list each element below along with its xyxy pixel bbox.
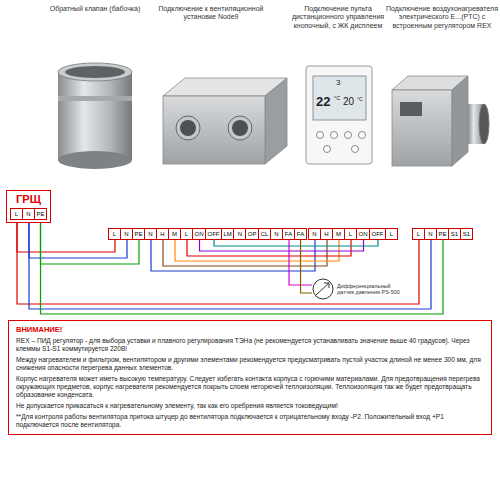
check-valve — [58, 63, 132, 169]
panel-button — [352, 146, 359, 153]
terminal-pin: PE — [437, 229, 449, 239]
terminal-strip: NHMLONOFFL — [308, 228, 398, 240]
warning-heading: ВНИМАНИЕ! — [16, 325, 484, 334]
wire — [17, 223, 115, 252]
wire — [17, 223, 419, 304]
sensor-text: Дифференциальный датчик давления PS-500 — [337, 283, 409, 296]
wire — [29, 223, 127, 258]
panel-button — [345, 132, 352, 139]
panel-heading: ГРЩ — [10, 193, 47, 206]
unit-side — [265, 78, 287, 164]
wire — [301, 240, 312, 293]
terminal-pin: FA — [295, 229, 306, 239]
terminal-pin: OFF — [370, 229, 386, 239]
heater-regulator — [400, 102, 422, 116]
panel-button — [324, 146, 331, 153]
terminal-pin: L — [109, 229, 121, 239]
terminal-pin: L — [181, 229, 193, 239]
unit-duct — [180, 120, 196, 136]
heater-duct — [479, 104, 489, 144]
terminal-pin: N — [271, 229, 283, 239]
valve-bead — [58, 96, 132, 101]
unit-duct — [176, 116, 200, 140]
note-paragraph: Между нагревателем и фильтром, вентилято… — [16, 356, 484, 372]
air-heater — [392, 76, 489, 166]
terminal-pin: H — [157, 229, 169, 239]
sensor-arrow — [324, 283, 329, 288]
terminal-strip: LNPENHMLONOFFLMNOPCLNFAFA — [108, 228, 307, 240]
valve-rim — [58, 63, 132, 81]
panel-button — [317, 132, 324, 139]
wire — [187, 240, 351, 256]
remote-panel — [306, 66, 372, 164]
note-paragraph: Не допускается прикасаться к нагреватель… — [16, 402, 484, 410]
terminal-pin: L — [11, 209, 23, 219]
lcd-display — [313, 76, 366, 120]
valve-opening — [65, 66, 125, 78]
sensor-arrow — [316, 283, 329, 295]
heater-front — [392, 90, 452, 166]
display-digit: 20 — [343, 96, 357, 108]
terminal-pin: M — [333, 229, 345, 239]
unit-duct — [232, 120, 248, 136]
terminal-pin: N — [121, 229, 133, 239]
terminal-pin: N — [23, 209, 35, 219]
ventilation-unit — [163, 78, 287, 164]
terminal-pin: OFF — [206, 229, 222, 239]
unit-duct — [228, 116, 252, 140]
caption-text: Подключение воздухонагревателя электриче… — [386, 5, 498, 30]
note-paragraph: **Для контроля работы вентилятора приток… — [16, 413, 484, 429]
caption-text: Обратный клапан (бабочка) — [46, 5, 144, 13]
display-digit: 3 — [336, 78, 346, 88]
panel-button — [359, 132, 366, 139]
display-unit: °C — [334, 95, 343, 102]
note-paragraph: Корпус нагревателя может иметь высокую т… — [16, 375, 484, 399]
caption-text: Подключение к вентиляционной установке N… — [150, 5, 272, 22]
terminal-pin: N — [234, 229, 246, 239]
caption-text: Подключение пульта дистанционного управл… — [282, 5, 394, 30]
sensor-circle — [313, 279, 333, 299]
terminal-pin: L — [386, 229, 397, 239]
terminal-pin: PE — [133, 229, 145, 239]
heater-side — [452, 76, 468, 166]
terminal-pin: N — [425, 229, 437, 239]
terminal-pin: S1 — [449, 229, 461, 239]
terminal-pin: L — [345, 229, 357, 239]
terminal-pin: L — [413, 229, 425, 239]
terminal-pin: H — [321, 229, 333, 239]
panel-button — [331, 132, 338, 139]
valve-rim — [58, 151, 132, 169]
sensor-symbol — [312, 278, 334, 300]
warning-note: ВНИМАНИЕ! REX – ПИД регулятор - для выбор… — [8, 320, 492, 435]
panel-body — [306, 66, 372, 164]
display-digit: 22 — [316, 94, 334, 110]
terminal-pin: CL — [259, 229, 271, 239]
terminal-pin: LM — [222, 229, 234, 239]
valve-body — [58, 72, 132, 160]
unit-front — [163, 96, 265, 164]
terminal-pin: S1 — [461, 229, 472, 239]
terminal-pin: M — [169, 229, 181, 239]
panel-box: ГРЩ LNPE — [6, 190, 51, 223]
terminal-strip: LNPES1S1 — [412, 228, 473, 240]
terminal-pin: ON — [357, 229, 370, 239]
terminal-row: LNPE — [10, 208, 47, 220]
terminal-pin: N — [145, 229, 157, 239]
pressure-sensor: Дифференциальный датчик давления PS-500 — [312, 278, 409, 300]
terminal-pin: ON — [193, 229, 206, 239]
terminal-pin: N — [309, 229, 321, 239]
note-paragraph: REX – ПИД регулятор - для выбора уставки… — [16, 337, 484, 353]
terminal-pin: OP — [246, 229, 259, 239]
wire — [29, 223, 431, 309]
display-unit: °C — [357, 96, 366, 102]
terminal-pin: PE — [35, 209, 46, 219]
terminal-pin: FA — [283, 229, 295, 239]
wire — [41, 223, 444, 314]
wire — [214, 240, 378, 246]
